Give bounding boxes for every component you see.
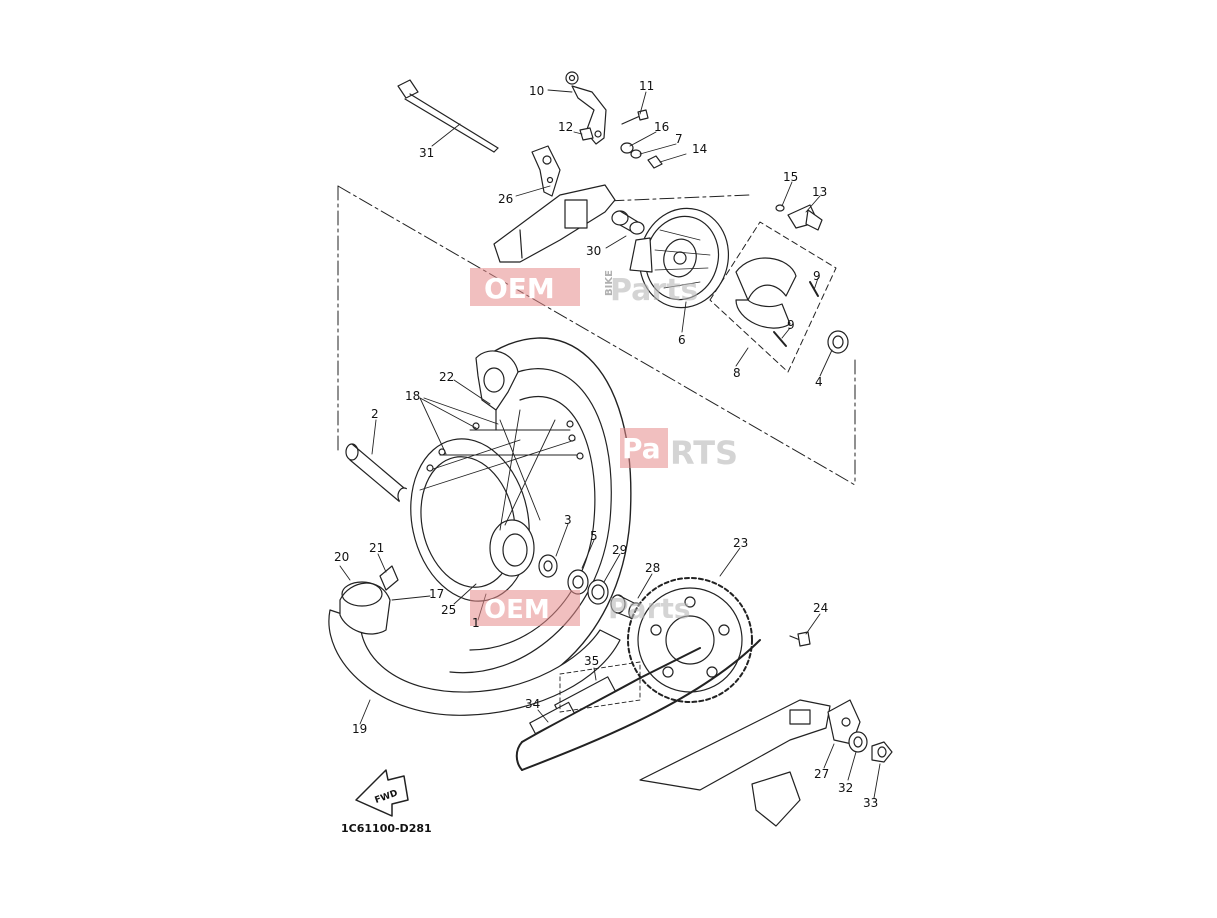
callout-label: 32 [838,781,853,795]
watermark-oem-lower: OEM [484,595,550,625]
callout-label: 27 [814,767,829,781]
callout-label: 15 [783,170,798,184]
callout-label: 33 [863,796,878,810]
sprocket-bolt [789,631,811,647]
watermark-pa: Pa [622,432,661,465]
callout-label: 12 [558,120,573,134]
watermark: OEM BIKE Parts Pa RTS OEM Parts [470,268,738,626]
callout-label: 16 [654,120,669,134]
callout-label: 19 [352,722,367,736]
callout-label: 6 [678,333,686,347]
callout-label: 9 [787,318,795,332]
callout-label: 7 [675,132,683,146]
watermark-parts-lower: Parts [608,592,691,625]
small-hardware [579,109,823,231]
callout-label: 9 [813,269,821,283]
fwd-arrow-icon [355,769,409,817]
callout-label: 35 [584,654,599,668]
callout-label: 4 [815,375,823,389]
watermark-bike: BIKE [604,270,615,296]
callout-label: 14 [692,142,707,156]
callout-label: 30 [586,244,601,258]
swingarm-lower [639,699,861,827]
callout-label: 28 [645,561,660,575]
callout-label: 31 [419,146,434,160]
watermark-oem: OEM [484,272,555,305]
rim-lock [475,350,519,431]
callout-label: 8 [733,366,741,380]
callout-label: 3 [564,513,572,527]
callout-label: 22 [439,370,454,384]
callout-label: 21 [369,541,384,555]
callout-labels: 10 11 12 16 7 14 31 26 30 15 13 9 9 6 8 … [334,79,878,810]
callout-label: 13 [812,185,827,199]
callout-label: 26 [498,192,513,206]
callout-label: 34 [525,697,540,711]
brake-shoe-set [709,221,837,373]
brake-arm [565,71,607,145]
callout-label: 17 [429,587,444,601]
callout-label: 11 [639,79,654,93]
drive-chain [515,639,761,771]
watermark-parts: Parts [610,273,698,308]
callout-label: 1 [472,616,480,630]
collar-tube [345,443,411,505]
bearing-right [827,330,849,354]
axle-washer-nut [848,731,893,763]
callout-label: 2 [371,407,379,421]
collar-spacer [611,210,645,235]
callout-label: 5 [590,529,598,543]
callout-label: 25 [441,603,456,617]
callout-label: 10 [529,84,544,98]
diagram-code: 1C61100-D281 [341,822,432,835]
swingarm-upper [493,184,616,263]
brake-shoe-plate [629,207,730,309]
axle-part [397,79,499,153]
callout-label: 29 [612,543,627,557]
callout-label: 24 [813,601,828,615]
tire-assembly [328,565,621,716]
callout-label: 23 [733,536,748,550]
callout-label: 20 [334,550,349,564]
watermark-rts: RTS [670,434,738,472]
chain-adjuster-left [531,145,561,197]
callout-leaders [339,89,881,799]
callout-label: 18 [405,389,420,403]
